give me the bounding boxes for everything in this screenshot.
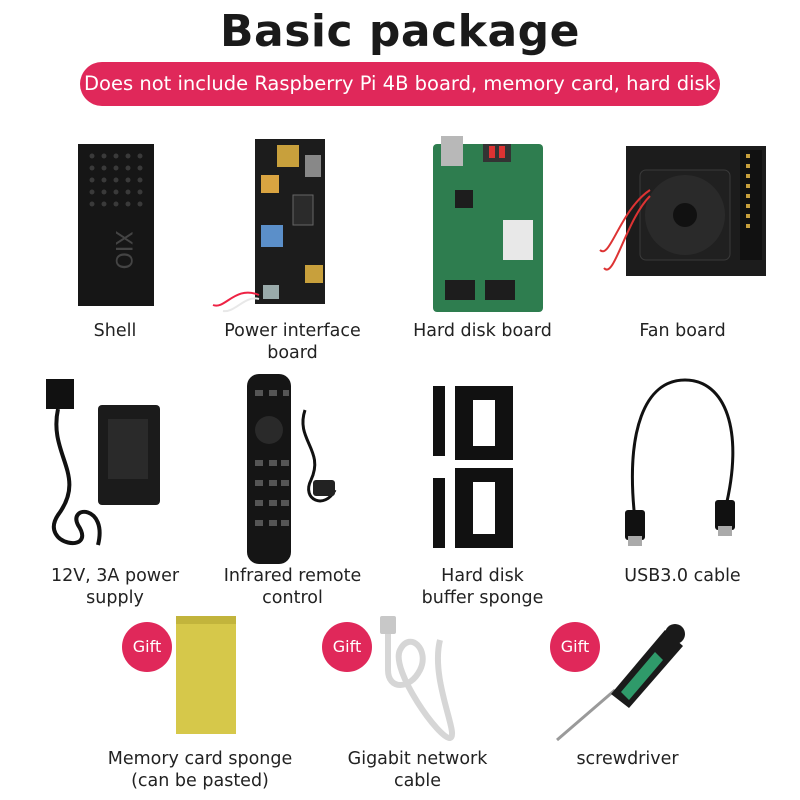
page-title: Basic package (220, 6, 580, 57)
power-board-image (212, 139, 325, 313)
caption-fan-board: Fan board (639, 321, 726, 341)
remote-control-image (247, 374, 337, 564)
gift-badge: Gift (550, 622, 600, 672)
hard-disk-board-image (433, 136, 543, 312)
notice-banner: Does not include Raspberry Pi 4B board, … (80, 62, 720, 106)
memory-card-sponge-image (176, 616, 236, 734)
buffer-sponge-image (433, 386, 513, 548)
svg-text:XIO: XIO (110, 231, 135, 270)
caption-shell: Shell (93, 321, 137, 341)
caption-screwdriver: screwdriver (576, 749, 679, 769)
gift-badge: Gift (122, 622, 172, 672)
power-supply-image (46, 379, 160, 546)
shell-image: XIO (78, 144, 154, 306)
caption-usb-cable: USB3.0 cable (624, 566, 741, 586)
screwdriver-image (556, 624, 685, 742)
caption-hard-disk-board: Hard disk board (413, 321, 552, 341)
usb-cable-image (625, 378, 735, 546)
caption-memory-card-sponge: Memory card sponge(can be pasted) (107, 749, 293, 791)
gift-badge: Gift (322, 622, 372, 672)
fan-board-image (599, 146, 766, 276)
network-cable-image (380, 616, 455, 741)
